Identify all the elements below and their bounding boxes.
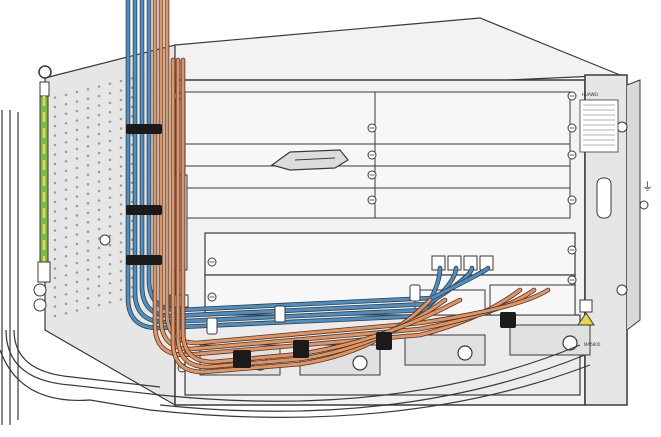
gray-cable-bundle-bottom — [149, 344, 591, 418]
brand-label: HUAWEI — [582, 92, 598, 97]
chassis-handle — [596, 177, 612, 219]
label-plate: HUAWEI — [579, 92, 619, 153]
laser-warning-icon — [577, 312, 595, 326]
esd-warning-icon — [579, 299, 593, 313]
left-rack-rails — [1, 110, 19, 425]
upper-board-slots — [184, 91, 571, 219]
ground-symbol-icon: ⏚ — [642, 180, 653, 193]
cable-tie-group — [126, 124, 516, 368]
cable-bundles — [125, 0, 551, 375]
model-label: MA5600 — [584, 342, 601, 347]
board-extractor-handle — [270, 149, 349, 171]
ground-cable — [37, 65, 52, 283]
gray-cable-bundle-left — [0, 329, 161, 411]
